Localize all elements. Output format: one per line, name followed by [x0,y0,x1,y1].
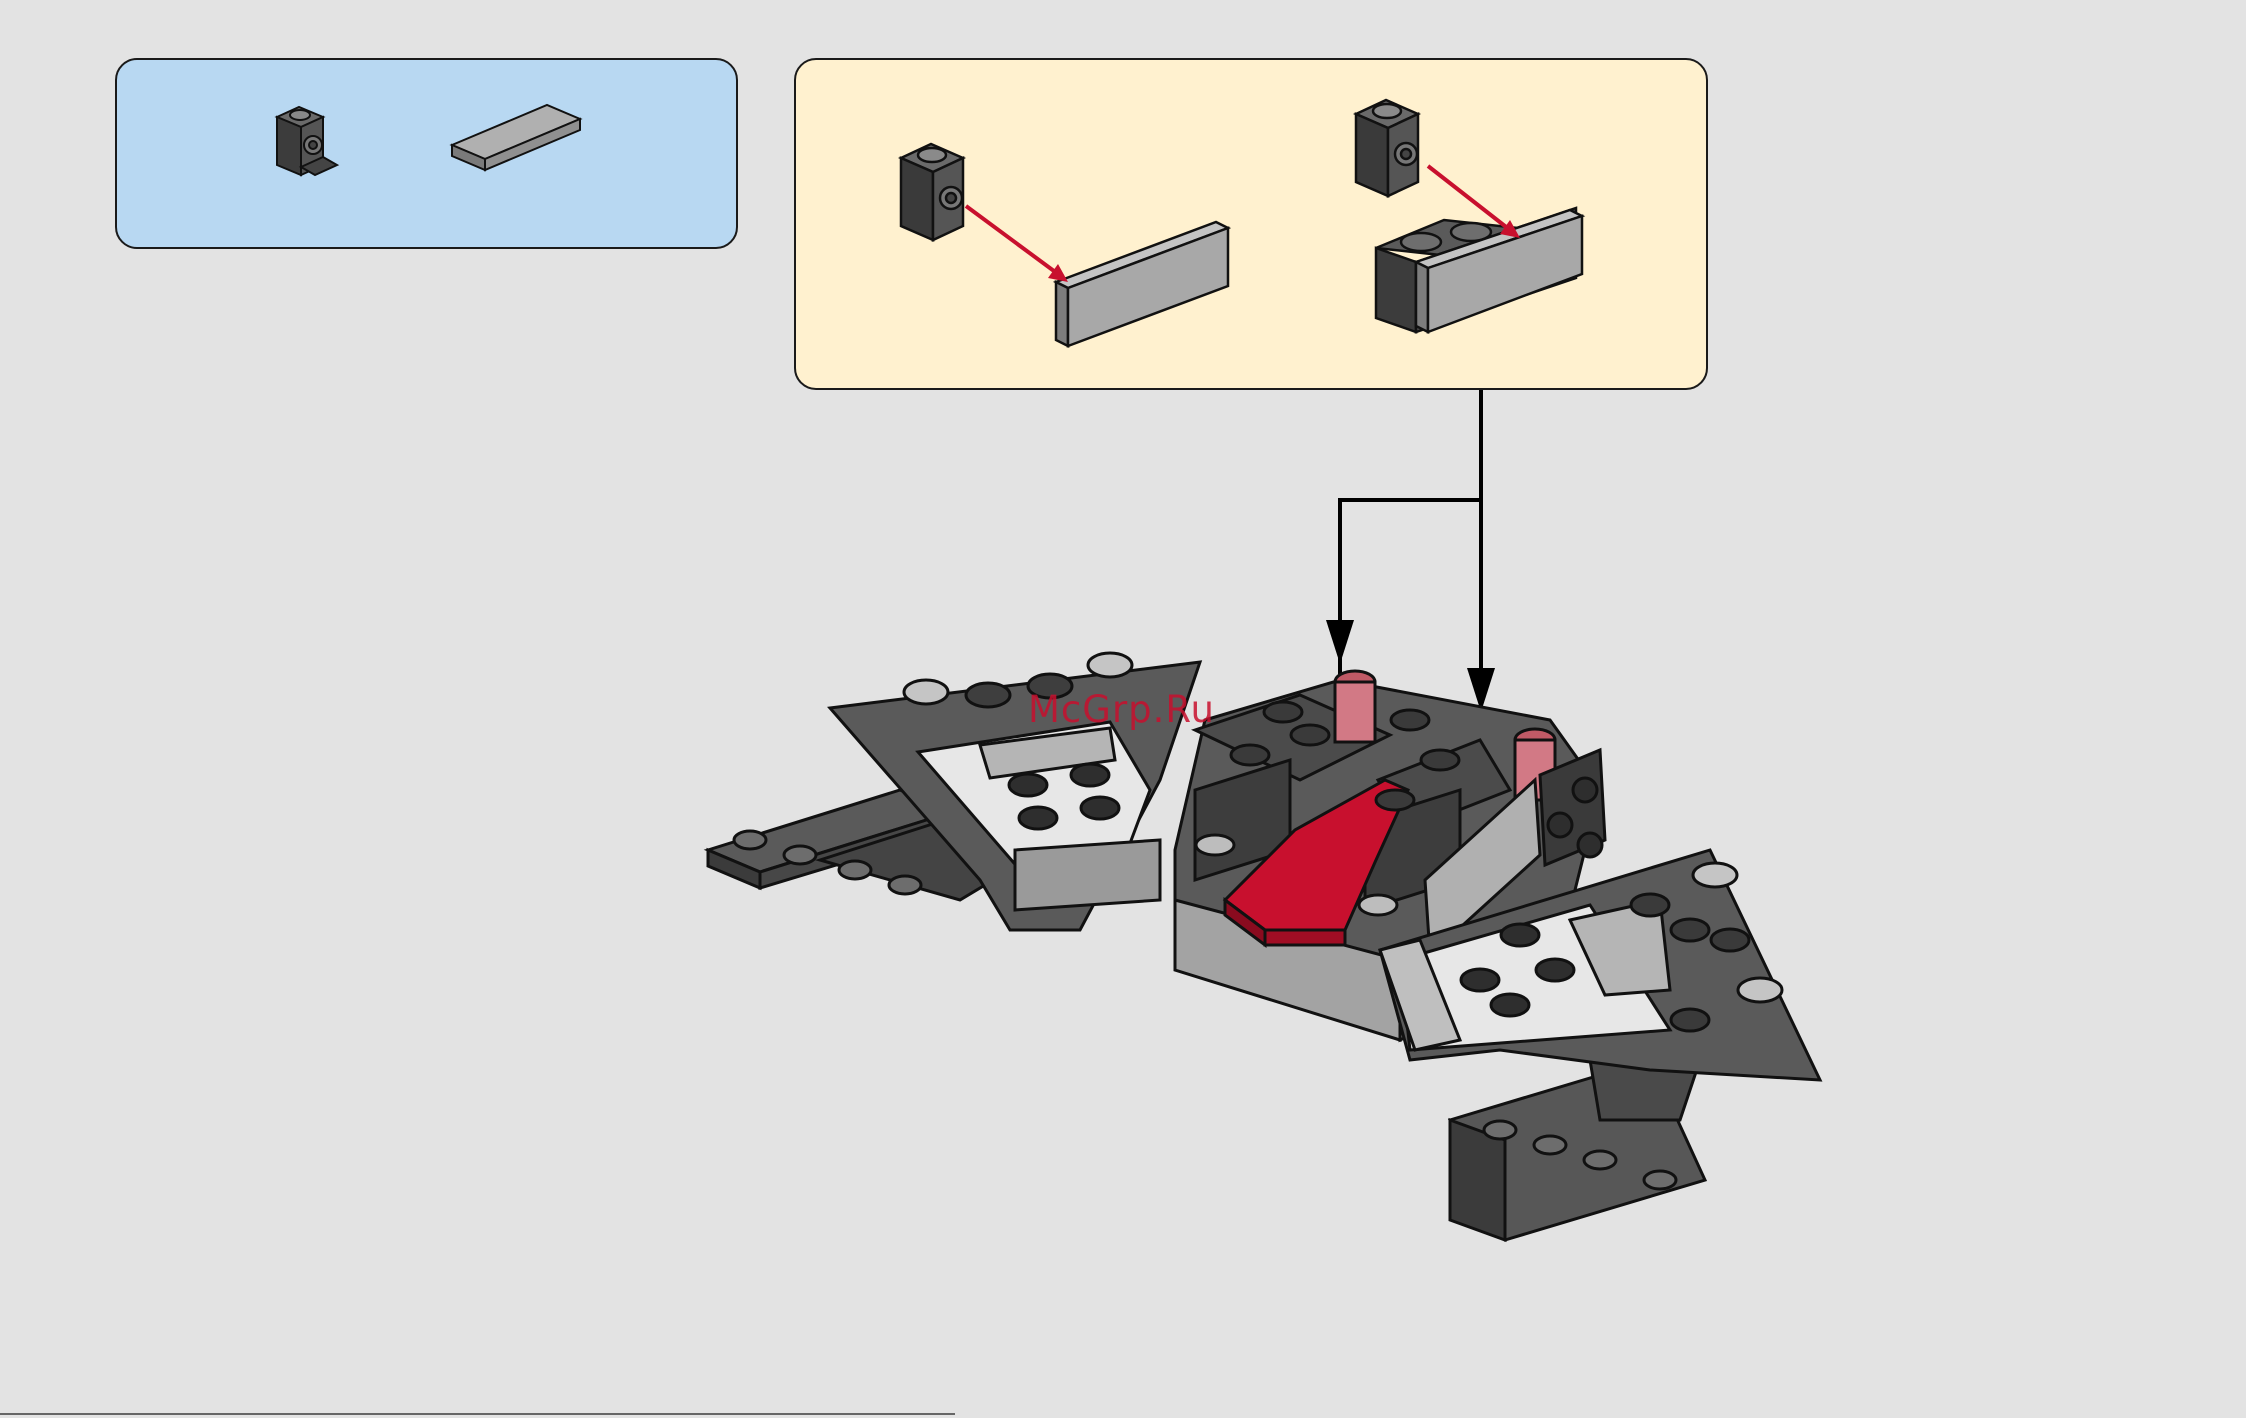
right-leg [1450,1060,1705,1240]
callout-connector [1340,390,1481,680]
watermark-text: McGrp.Ru [1028,688,1215,731]
bottom-rule [0,1413,955,1415]
callout-arrowhead-left [1326,620,1354,664]
lego-model [708,653,1820,1240]
